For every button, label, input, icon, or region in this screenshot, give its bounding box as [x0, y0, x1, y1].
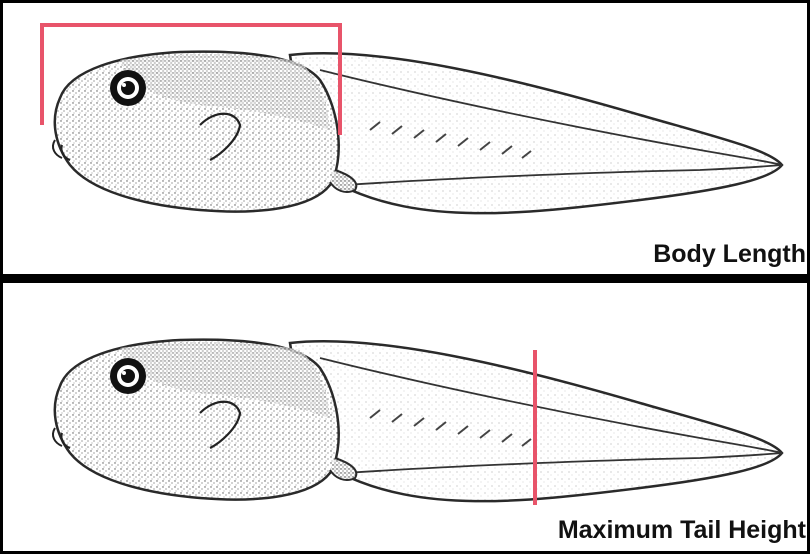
- panel-divider: [0, 274, 810, 283]
- max-tail-height-label: Maximum Tail Height: [558, 516, 806, 545]
- body-length-label: Body Length: [653, 240, 806, 269]
